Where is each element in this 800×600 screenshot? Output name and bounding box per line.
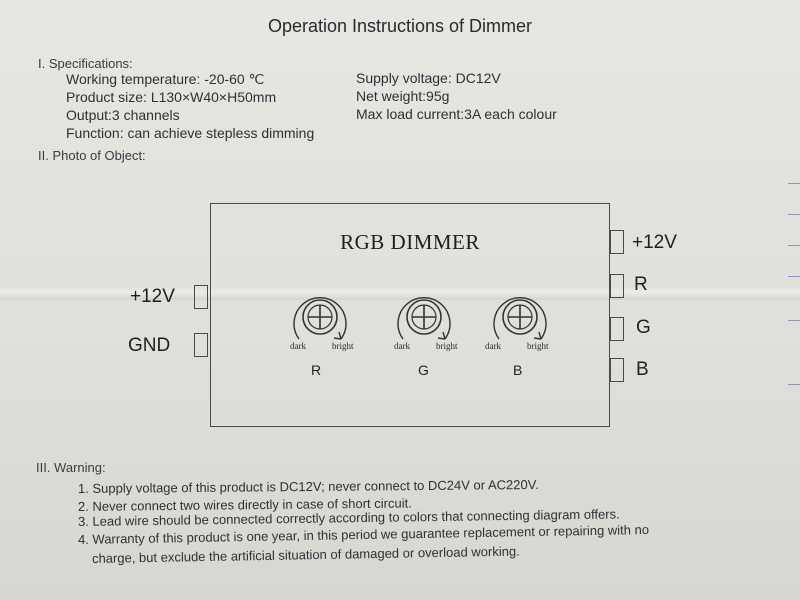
knob-r-bright-label: bright [332, 341, 354, 351]
terminal-label-b: B [636, 359, 649, 380]
edge-mark [788, 245, 800, 246]
photo-heading: II. Photo of Object: [38, 148, 146, 163]
knob-r-dark-label: dark [290, 341, 306, 351]
edge-mark [788, 183, 800, 184]
edge-mark [788, 384, 800, 385]
edge-mark [788, 320, 800, 321]
knob-g-bright-label: bright [436, 341, 458, 351]
edge-mark [788, 214, 800, 215]
terminal-input-12v [194, 285, 208, 309]
knob-r-icon [285, 284, 355, 354]
dimmer-diagram: RGB DIMMER dark bright R dark bright G [210, 203, 610, 427]
spec-output: Output:3 channels [66, 107, 180, 123]
terminal-output-12v [610, 230, 624, 254]
knob-g-letter: G [418, 362, 429, 378]
warning-heading: III. Warning: [36, 460, 106, 475]
device-title: RGB DIMMER [340, 230, 480, 254]
knob-g-icon [389, 284, 459, 354]
knob-r-letter: R [311, 362, 322, 378]
spec-supply-voltage: Supply voltage: DC12V [356, 70, 501, 86]
terminal-label-output-12v: +12V [632, 232, 677, 253]
terminal-label-gnd: GND [128, 335, 171, 356]
terminal-label-g: G [636, 317, 651, 338]
spec-function: Function: can achieve stepless dimming [66, 125, 315, 141]
knob-b-dark-label: dark [485, 341, 501, 351]
terminal-label-r: R [634, 274, 648, 295]
specifications-heading: I. Specifications: [38, 56, 133, 71]
knob-b-letter: B [513, 362, 523, 378]
paper-fold [0, 286, 800, 300]
terminal-gnd [194, 333, 208, 357]
spec-max-load: Max load current:3A each colour [356, 106, 557, 122]
terminal-r [610, 274, 624, 298]
knob-g-dark-label: dark [394, 341, 410, 351]
terminal-label-input-12v: +12V [130, 286, 175, 307]
edge-mark [788, 276, 800, 277]
knob-b-bright-label: bright [527, 341, 549, 351]
page-title: Operation Instructions of Dimmer [267, 16, 533, 36]
terminal-b [610, 358, 624, 382]
spec-product-size: Product size: L130×W40×H50mm [66, 89, 277, 105]
knob-b-icon [485, 284, 555, 354]
spec-working-temperature: Working temperature: -20-60 ℃ [66, 71, 265, 87]
spec-net-weight: Net weight:95g [356, 88, 450, 104]
terminal-g [610, 317, 624, 341]
